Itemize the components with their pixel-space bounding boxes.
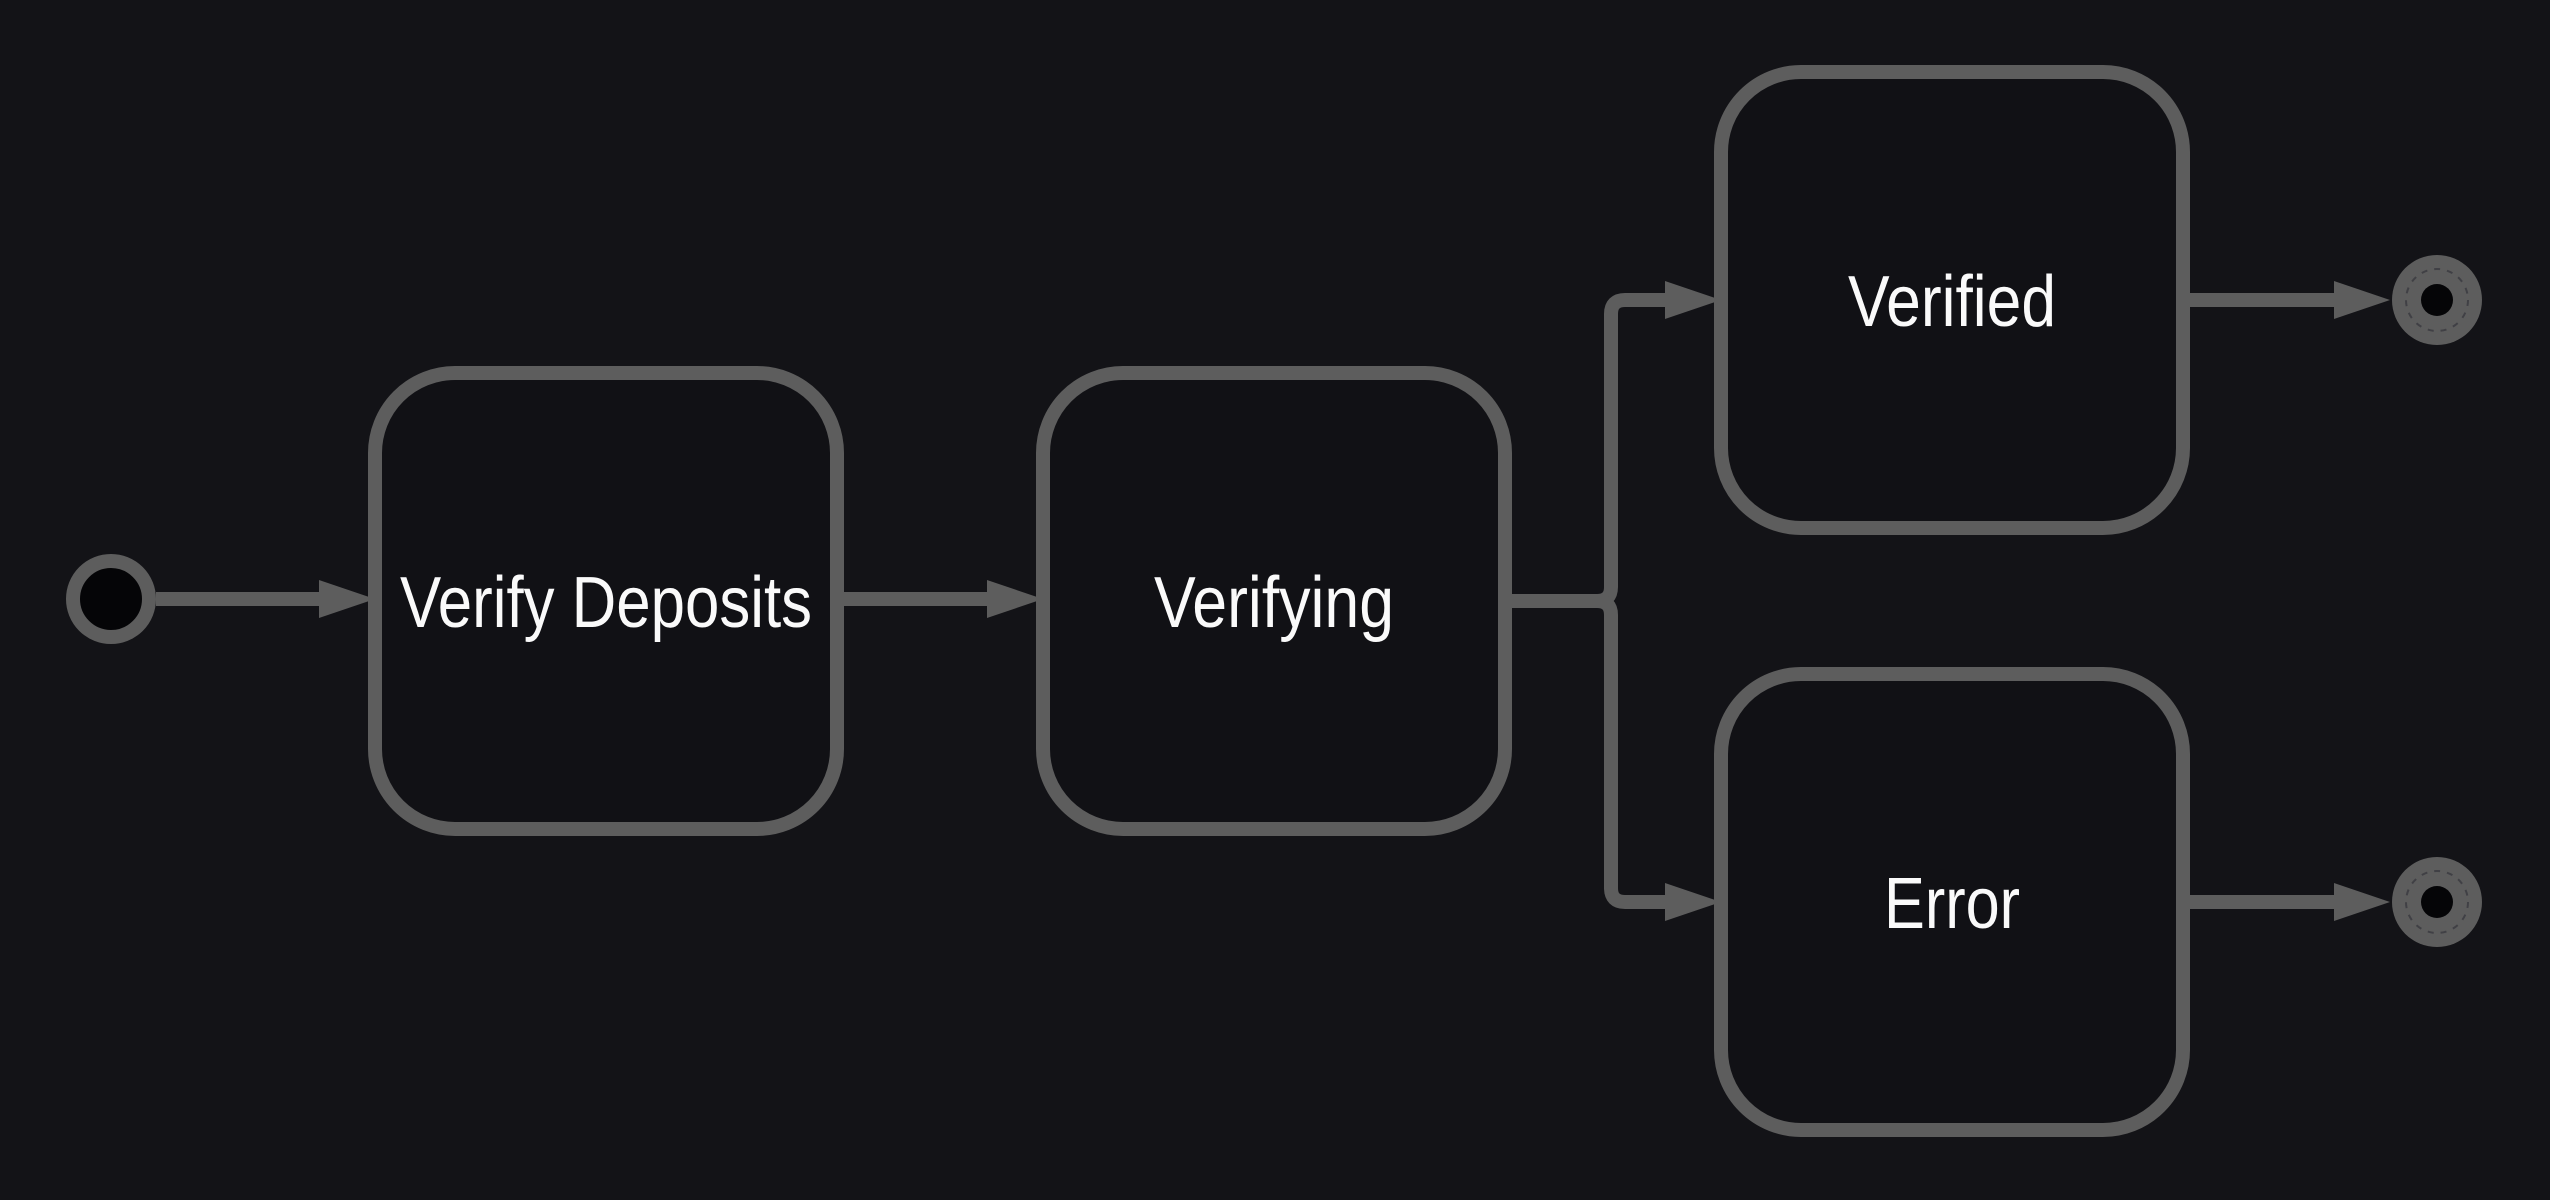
arrowhead-icon (2334, 281, 2390, 319)
edge-verify-deposits-to-verifying[interactable] (837, 580, 1043, 618)
arrowhead-icon (987, 580, 1043, 618)
edge-line (1505, 594, 1668, 909)
arrowhead-icon (319, 580, 375, 618)
state-box (1714, 65, 2190, 535)
arrowhead-icon (2334, 883, 2390, 921)
state-box (1714, 667, 2190, 1137)
state-box (368, 366, 844, 836)
edge-initial-to-verify-deposits[interactable] (156, 580, 375, 618)
state-label-error: Error (1884, 864, 2020, 944)
state-error[interactable]: Error (1714, 667, 2190, 1137)
edge-error-to-final[interactable] (2183, 883, 2390, 921)
final-state-dot-icon (2421, 284, 2453, 316)
final-state-marker-error[interactable] (2392, 857, 2482, 947)
arrowhead-icon (1665, 883, 1721, 921)
initial-state-marker[interactable] (66, 554, 156, 644)
initial-state-dot-icon (66, 554, 156, 644)
state-verify-deposits[interactable]: Verify Deposits (368, 366, 844, 836)
state-label-verifying: Verifying (1154, 563, 1394, 643)
edge-verified-to-final[interactable] (2183, 281, 2390, 319)
final-state-dashed-ring-icon (2405, 870, 2469, 934)
state-box (1036, 366, 1512, 836)
state-verified[interactable]: Verified (1714, 65, 2190, 535)
final-state-marker-verified[interactable] (2392, 255, 2482, 345)
edge-line (1505, 293, 1668, 608)
state-verifying[interactable]: Verifying (1036, 366, 1512, 836)
arrowhead-icon (1665, 281, 1721, 319)
edge-verifying-to-verified[interactable] (1505, 281, 1721, 608)
state-label-verify-deposits: Verify Deposits (400, 563, 812, 643)
final-state-dot-icon (2421, 886, 2453, 918)
edge-verifying-to-error[interactable] (1505, 594, 1721, 921)
final-state-dashed-ring-icon (2405, 268, 2469, 332)
state-label-verified: Verified (1848, 262, 2056, 342)
